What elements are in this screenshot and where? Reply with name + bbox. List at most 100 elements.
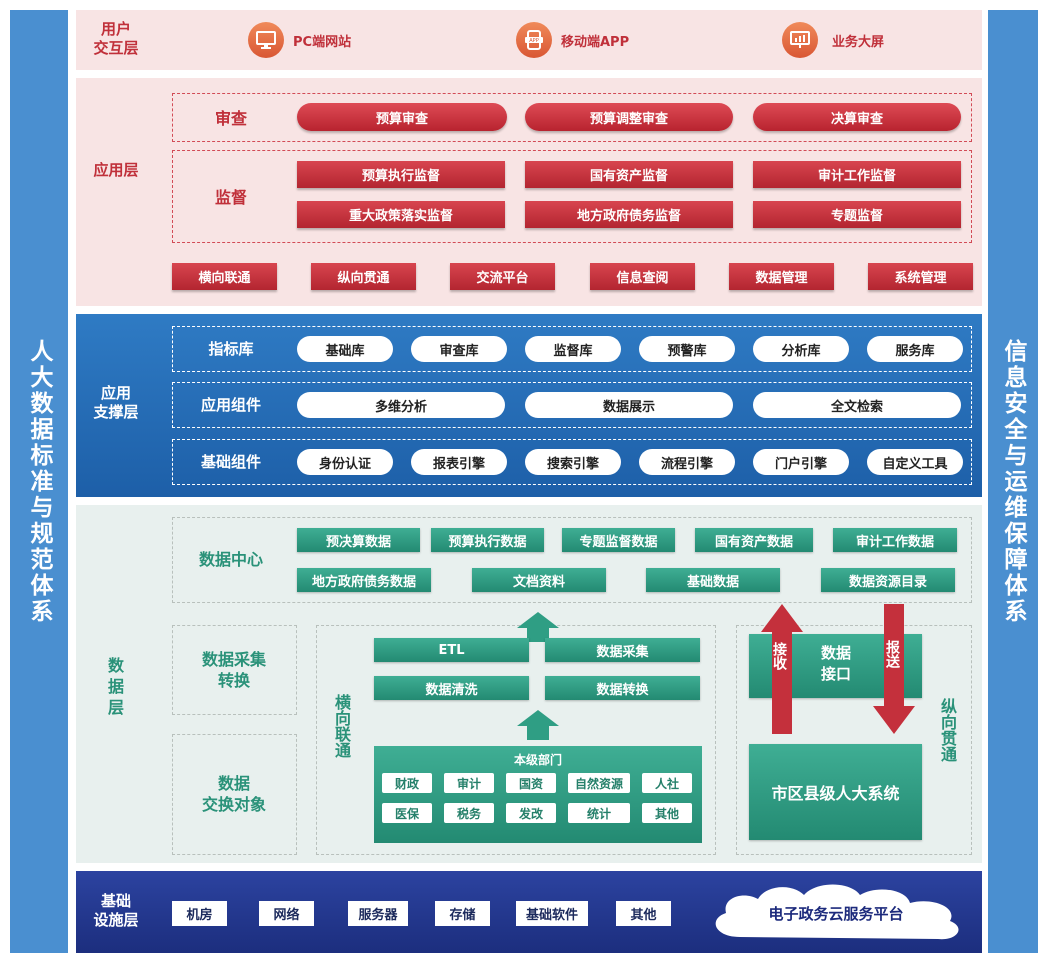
- identity-auth-button[interactable]: 身份认证: [297, 449, 393, 475]
- report-arrow-down: [873, 604, 915, 734]
- base-software-tag[interactable]: 基础软件: [516, 901, 588, 926]
- supervise-library-button[interactable]: 监督库: [525, 336, 621, 362]
- pc-site-label: PC端网站: [293, 34, 352, 50]
- dept-state-assets[interactable]: 国资: [506, 773, 556, 793]
- horizontal-link-label: 横向联通: [332, 694, 351, 758]
- app-icon: APP: [516, 22, 552, 58]
- analysis-library-button[interactable]: 分析库: [753, 336, 849, 362]
- dept-human-resources[interactable]: 人社: [642, 773, 692, 793]
- audit-work-supervise-button[interactable]: 审计工作监督: [753, 161, 961, 188]
- horizontal-link-group: 横向联通 ETL 数据采集 数据清洗 数据转换 本级部门 财政 审计 国资 自然…: [316, 612, 716, 855]
- big-screen-item[interactable]: 业务大屏: [782, 22, 884, 58]
- data-display-button[interactable]: 数据展示: [525, 392, 733, 418]
- multi-dim-analysis-button[interactable]: 多维分析: [297, 392, 505, 418]
- collect-convert-label: 数据采集 转换: [201, 649, 266, 690]
- egov-cloud-label[interactable]: 电子政务云服务平台: [768, 905, 904, 923]
- portal-engine-button[interactable]: 门户引擎: [753, 449, 849, 475]
- supervise-label: 监督: [214, 188, 247, 207]
- data-center-label: 数据中心: [198, 550, 263, 569]
- state-assets-data[interactable]: 国有资产数据: [695, 528, 813, 552]
- local-debt-data[interactable]: 地方政府债务数据: [297, 568, 431, 592]
- data-center-group: 数据中心 预决算数据 预算执行数据 专题监督数据 国有资产数据 审计工作数据 地…: [172, 517, 972, 603]
- custom-tool-button[interactable]: 自定义工具: [867, 449, 963, 475]
- documents-data[interactable]: 文档资料: [472, 568, 606, 592]
- local-debt-supervise-button[interactable]: 地方政府债务监督: [525, 201, 733, 228]
- up-arrow-bottom: [517, 710, 559, 740]
- dept-other[interactable]: 其他: [642, 803, 692, 823]
- info-lookup-button[interactable]: 信息查阅: [590, 263, 695, 290]
- vertical-link-label: 纵向贯通: [938, 698, 957, 762]
- left-pillar-label: 人大数据标准与规范体系: [26, 338, 52, 625]
- base-data[interactable]: 基础数据: [646, 568, 780, 592]
- user-layer: 用户 交互层 PC端网站 APP 移动端APP 业务大屏: [76, 10, 982, 70]
- server-tag[interactable]: 服务器: [348, 901, 408, 926]
- dept-finance[interactable]: 财政: [382, 773, 432, 793]
- base-library-button[interactable]: 基础库: [297, 336, 393, 362]
- budget-execution-supervise-button[interactable]: 预算执行监督: [297, 161, 505, 188]
- support-layer-label: 应用 支撑层: [93, 384, 139, 421]
- cloud-icon: [700, 881, 972, 947]
- data-cleaning-box[interactable]: 数据清洗: [374, 676, 529, 700]
- report-label: 报送: [884, 640, 900, 668]
- dept-audit[interactable]: 审计: [444, 773, 494, 793]
- search-engine-button[interactable]: 搜索引擎: [525, 449, 621, 475]
- vertical-link-group: 数据 接口 市区县级人大系统 接收 报送 纵向贯通: [736, 604, 972, 855]
- review-group: 审查 预算审查 预算调整审查 决算审查: [172, 93, 972, 142]
- special-supervise-data[interactable]: 专题监督数据: [562, 528, 675, 552]
- data-management-button[interactable]: 数据管理: [729, 263, 834, 290]
- service-library-button[interactable]: 服务库: [867, 336, 963, 362]
- network-tag[interactable]: 网络: [259, 901, 314, 926]
- review-label: 审查: [214, 109, 247, 128]
- data-layer-label: 数 据 层: [107, 656, 124, 717]
- data-collect-box[interactable]: 数据采集: [545, 638, 700, 662]
- dept-medical-insurance[interactable]: 医保: [382, 803, 432, 823]
- dept-statistics[interactable]: 统计: [568, 803, 630, 823]
- vertical-link-button[interactable]: 纵向贯通: [311, 263, 416, 290]
- storage-tag[interactable]: 存储: [435, 901, 490, 926]
- pc-site-item[interactable]: PC端网站: [248, 22, 351, 58]
- dept-natural-resources[interactable]: 自然资源: [568, 773, 630, 793]
- mobile-app-label: 移动端APP: [561, 34, 630, 50]
- full-text-search-button[interactable]: 全文检索: [753, 392, 961, 418]
- exchange-objects-box: 数据 交换对象: [172, 734, 297, 855]
- dept-tax[interactable]: 税务: [444, 803, 494, 823]
- warning-library-button[interactable]: 预警库: [639, 336, 735, 362]
- report-engine-button[interactable]: 报表引擎: [411, 449, 507, 475]
- dept-development-reform[interactable]: 发改: [506, 803, 556, 823]
- final-accounts-review-button[interactable]: 决算审查: [753, 103, 961, 131]
- budget-review-button[interactable]: 预算审查: [297, 103, 507, 131]
- right-pillar: 信息安全与运维保障体系: [988, 10, 1038, 953]
- city-county-system-box[interactable]: 市区县级人大系统: [749, 744, 922, 840]
- budget-final-data[interactable]: 预决算数据: [297, 528, 420, 552]
- receive-label: 接收: [771, 642, 787, 670]
- budget-adjust-review-button[interactable]: 预算调整审查: [525, 103, 733, 131]
- right-pillar-label: 信息安全与运维保障体系: [1000, 338, 1026, 625]
- system-management-button[interactable]: 系统管理: [868, 263, 973, 290]
- indicator-label: 指标库: [208, 340, 254, 358]
- user-layer-label: 用户 交互层: [93, 20, 139, 57]
- major-policy-supervise-button[interactable]: 重大政策落实监督: [297, 201, 505, 228]
- review-library-button[interactable]: 审查库: [411, 336, 507, 362]
- etl-box[interactable]: ETL: [374, 638, 529, 662]
- data-transform-box[interactable]: 数据转换: [545, 676, 700, 700]
- workflow-engine-button[interactable]: 流程引擎: [639, 449, 735, 475]
- collect-convert-box: 数据采集 转换: [172, 625, 297, 715]
- horizontal-link-button[interactable]: 横向联通: [172, 263, 277, 290]
- app-components-group: 应用组件 多维分析 数据展示 全文检索: [172, 382, 972, 428]
- indicator-group: 指标库 基础库 审查库 监督库 预警库 分析库 服务库: [172, 326, 972, 372]
- mobile-app-item[interactable]: APP 移动端APP: [516, 22, 629, 58]
- exchange-platform-button[interactable]: 交流平台: [450, 263, 555, 290]
- screen-icon: [782, 22, 818, 58]
- big-screen-label: 业务大屏: [832, 34, 885, 50]
- receive-arrow-up: [761, 604, 803, 734]
- state-assets-supervise-button[interactable]: 国有资产监督: [525, 161, 733, 188]
- data-resource-catalog[interactable]: 数据资源目录: [821, 568, 955, 592]
- audit-work-data[interactable]: 审计工作数据: [833, 528, 957, 552]
- special-supervise-button[interactable]: 专题监督: [753, 201, 961, 228]
- left-pillar: 人大数据标准与规范体系: [10, 10, 68, 953]
- svg-text:APP: APP: [529, 38, 538, 44]
- machine-room-tag[interactable]: 机房: [172, 901, 227, 926]
- other-infra-tag[interactable]: 其他: [616, 901, 671, 926]
- budget-execution-data[interactable]: 预算执行数据: [431, 528, 544, 552]
- app-components-label: 应用组件: [200, 396, 261, 414]
